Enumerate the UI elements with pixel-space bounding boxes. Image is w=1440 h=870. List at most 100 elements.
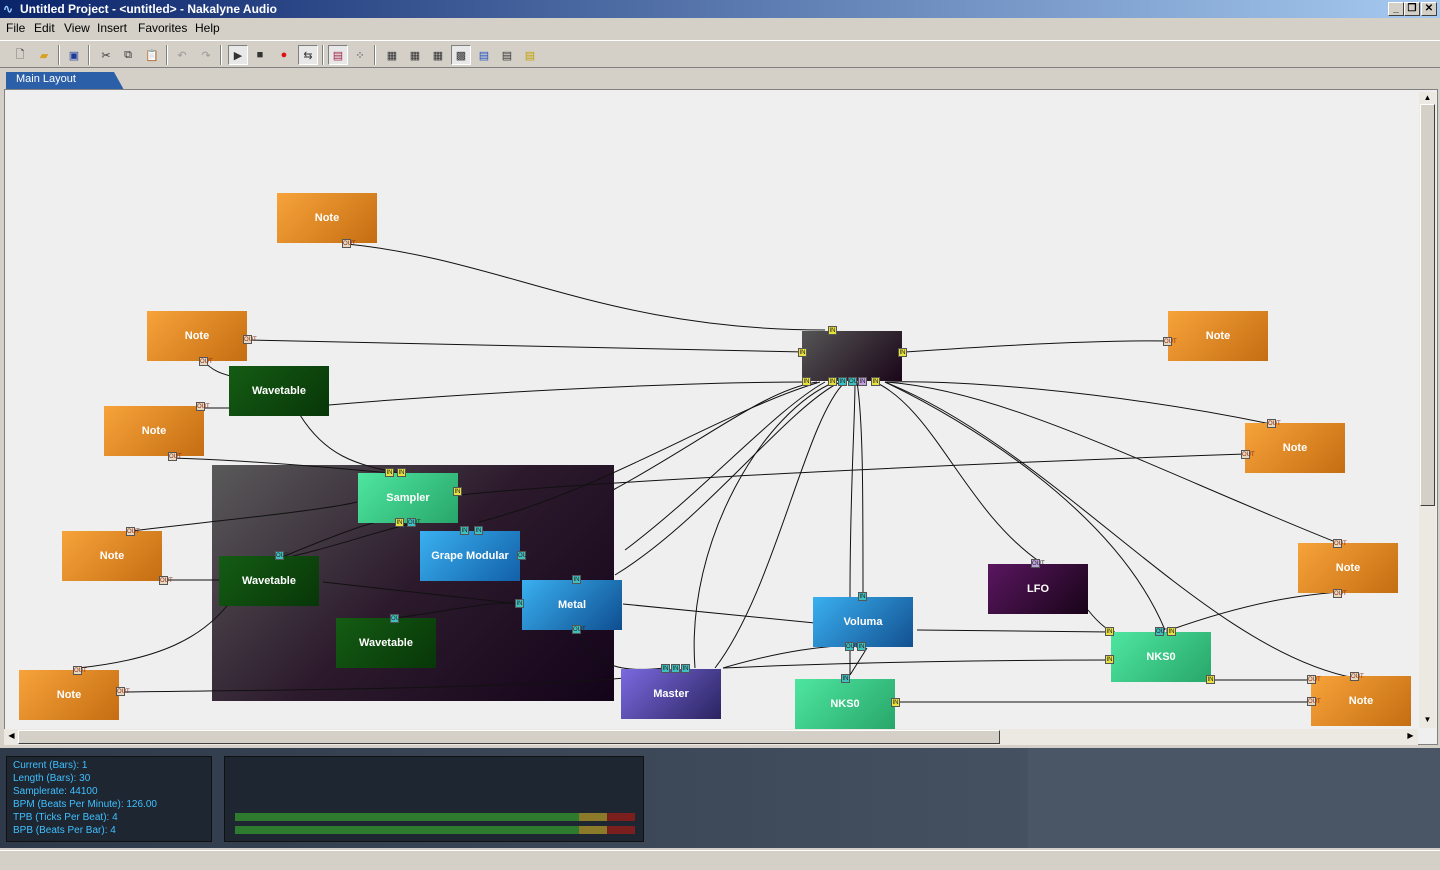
in-port[interactable]: IN — [798, 348, 807, 357]
out-port[interactable]: OUT — [1307, 697, 1321, 706]
horizontal-scroll-thumb[interactable] — [18, 730, 1000, 744]
out-port[interactable]: OUT — [517, 551, 531, 560]
note-node-2[interactable]: Note — [147, 311, 247, 361]
voluma-node[interactable]: Voluma — [813, 597, 913, 647]
wavetable-node-2[interactable]: Wavetable — [219, 556, 319, 606]
scroll-right-icon[interactable]: ▶ — [1407, 731, 1414, 740]
master-node[interactable]: Master — [621, 669, 721, 719]
in-port[interactable]: IN — [395, 518, 404, 527]
mixer-icon[interactable]: ▤ — [328, 45, 348, 65]
scroll-up-icon[interactable]: ▲ — [1423, 93, 1432, 102]
menu-view[interactable]: View — [64, 21, 90, 35]
horizontal-scrollbar[interactable]: ◀ ▶ — [4, 729, 1418, 745]
open-folder-icon[interactable]: ▰ — [39, 49, 49, 62]
note-node-9[interactable]: Note — [1311, 676, 1411, 726]
undo-icon[interactable]: ↶ — [177, 49, 187, 62]
metal-node[interactable]: Metal — [522, 580, 622, 630]
out-port[interactable]: OUT — [199, 357, 213, 366]
out-port[interactable]: OUT — [1163, 337, 1177, 346]
out-port[interactable]: OUT — [196, 402, 210, 411]
in-port[interactable]: IN — [515, 599, 524, 608]
out-port[interactable]: OUT — [275, 551, 289, 560]
out-port[interactable]: OUT — [390, 614, 404, 623]
out-port[interactable]: OUT — [1350, 672, 1364, 681]
nks-node-1[interactable]: NKS0 — [795, 679, 895, 729]
pattern-icon[interactable]: ⁘ — [355, 49, 365, 62]
out-port[interactable]: OUT — [159, 576, 173, 585]
out-port[interactable]: OUT — [1333, 589, 1347, 598]
play-icon[interactable]: ▶ — [228, 45, 248, 65]
view3-icon[interactable]: ▦ — [432, 49, 444, 62]
lfo-node[interactable]: LFO — [988, 564, 1088, 614]
out-port[interactable]: OUT — [116, 687, 130, 696]
node-canvas[interactable]: Note Note Note Note Note Note Note Note … — [4, 89, 1438, 745]
note-node-5[interactable]: Note — [19, 670, 119, 720]
out-port[interactable]: OUT — [1333, 539, 1347, 548]
in-port[interactable]: IN — [1105, 627, 1114, 636]
note-node-7[interactable]: Note — [1245, 423, 1345, 473]
out-port[interactable]: OUT — [243, 335, 257, 344]
out-port[interactable]: OUT — [1307, 675, 1321, 684]
in-port[interactable]: IN — [841, 674, 850, 683]
in-port[interactable]: IN — [871, 377, 880, 386]
in-port[interactable]: IN — [891, 698, 900, 707]
sampler-node[interactable]: Sampler — [358, 473, 458, 523]
out-port[interactable]: OUT — [407, 518, 421, 527]
in-port[interactable]: IN — [1206, 675, 1215, 684]
in-port[interactable]: IN — [838, 377, 847, 386]
in-port[interactable]: IN — [828, 377, 837, 386]
in-port[interactable]: IN — [453, 487, 462, 496]
out-port[interactable]: OUT — [342, 239, 356, 248]
out-port[interactable]: OUT — [572, 625, 586, 634]
in-port[interactable]: IN — [661, 664, 670, 673]
menu-insert[interactable]: Insert — [97, 21, 128, 35]
out-port[interactable]: OUT — [73, 666, 87, 675]
in-port[interactable]: IN — [397, 468, 406, 477]
view5-icon[interactable]: ▤ — [478, 49, 490, 62]
out-port[interactable]: OUT — [126, 527, 140, 536]
menu-file[interactable]: File — [6, 21, 26, 35]
wavetable-node-1[interactable]: Wavetable — [229, 366, 329, 416]
in-port[interactable]: IN — [474, 526, 483, 535]
in-port[interactable]: IN — [828, 326, 837, 335]
in-port[interactable]: IN — [681, 664, 690, 673]
vertical-scrollbar[interactable]: ▲ ▼ — [1419, 92, 1436, 728]
scroll-down-icon[interactable]: ▼ — [1423, 715, 1432, 724]
note-node-6[interactable]: Note — [1168, 311, 1268, 361]
grape-modular-node[interactable]: Grape Modular — [420, 531, 520, 581]
in-port[interactable]: IN — [572, 575, 581, 584]
menu-favorites[interactable]: Favorites — [138, 21, 188, 35]
out-port[interactable]: OUT — [168, 452, 182, 461]
in-port[interactable]: IN — [858, 377, 867, 386]
note-node-1[interactable]: Note — [277, 193, 377, 243]
view1-icon[interactable]: ▦ — [386, 49, 398, 62]
in-port[interactable]: IN — [858, 592, 867, 601]
view6-icon[interactable]: ▤ — [501, 49, 513, 62]
tab-main-layout[interactable]: Main Layout — [6, 72, 124, 90]
in-port[interactable]: IN — [385, 468, 394, 477]
note-node-8[interactable]: Note — [1298, 543, 1398, 593]
copy-icon[interactable]: ⧉ — [124, 48, 132, 61]
note-node-4[interactable]: Note — [62, 531, 162, 581]
restore-icon[interactable]: ❐ — [1404, 2, 1420, 16]
view7-icon[interactable]: ▤ — [524, 49, 536, 62]
menu-edit[interactable]: Edit — [34, 21, 55, 35]
redo-icon[interactable]: ↷ — [201, 49, 211, 62]
in-port[interactable]: IN — [857, 642, 866, 651]
close-icon[interactable]: ✕ — [1421, 2, 1437, 16]
in-port[interactable]: IN — [898, 348, 907, 357]
loop-icon[interactable]: ⇆ — [298, 45, 318, 65]
paste-icon[interactable]: 📋 — [145, 49, 159, 62]
nks-node-2[interactable]: NKS0 — [1111, 632, 1211, 682]
record-icon[interactable]: ● — [280, 49, 288, 61]
out-port[interactable]: OUT — [1031, 559, 1045, 568]
out-port[interactable]: OUT — [1241, 450, 1255, 459]
in-port[interactable]: IN — [460, 526, 469, 535]
out-port[interactable]: OUT — [848, 377, 862, 386]
view2-icon[interactable]: ▦ — [409, 49, 421, 62]
out-port[interactable]: OUT — [1155, 627, 1169, 636]
view4-icon[interactable]: ▩ — [451, 45, 471, 65]
wavetable-node-3[interactable]: Wavetable — [336, 618, 436, 668]
stop-icon[interactable]: ■ — [256, 49, 264, 61]
minimize-icon[interactable]: _ — [1388, 2, 1404, 16]
